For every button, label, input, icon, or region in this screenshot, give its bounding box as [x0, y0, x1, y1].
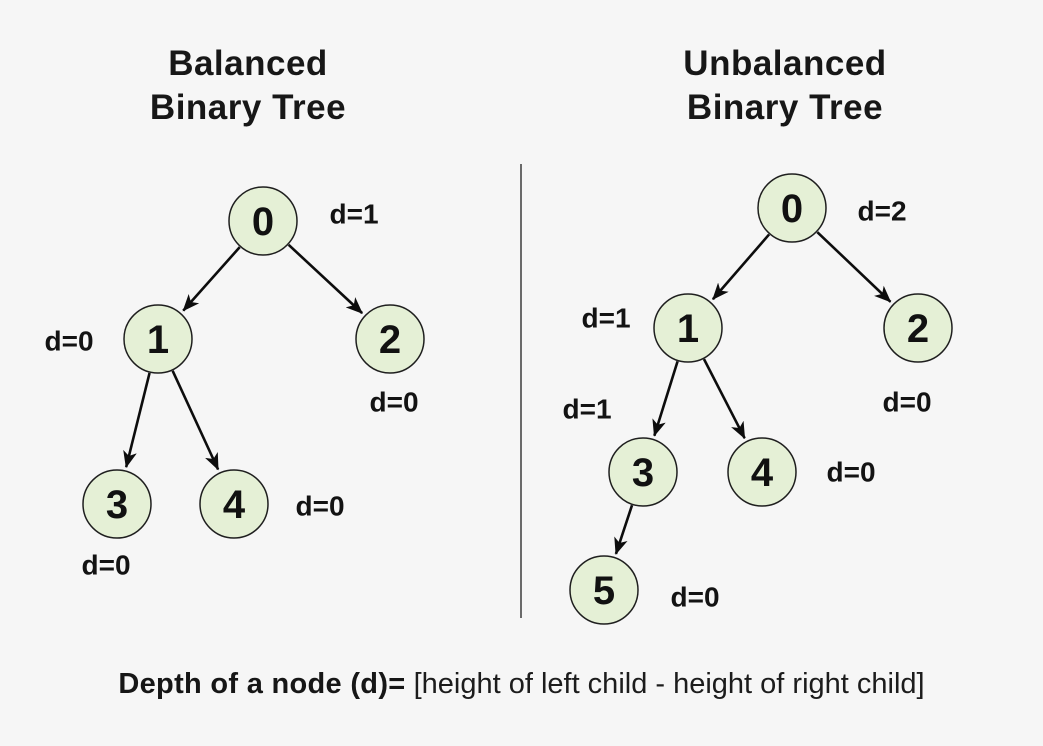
unbalanced-title-line1: Unbalanced [683, 44, 887, 83]
unbalanced-node-2 [883, 293, 953, 363]
balanced-node-label-3: 3 [106, 483, 128, 527]
unbalanced-node-3 [608, 437, 678, 507]
balanced-node-3 [82, 469, 152, 539]
balanced-edge-1-4 [171, 370, 220, 471]
balanced-edge-0-1 [182, 246, 241, 312]
unbalanced-edge-1-4 [702, 358, 746, 440]
unbalanced-node-label-5: 5 [593, 569, 615, 613]
unbalanced-node-0 [757, 173, 827, 243]
balanced-depth-label-4: d=0 [295, 491, 344, 522]
unbalanced-node-label-3: 3 [632, 451, 654, 495]
balanced-depth-label-2: d=0 [369, 387, 418, 418]
formula-rhs: [height of left child - height of right … [405, 668, 925, 700]
balanced-depth-label-0: d=1 [329, 199, 378, 230]
balanced-node-0 [228, 186, 298, 256]
balanced-node-1 [123, 304, 193, 374]
unbalanced-node-label-4: 4 [751, 451, 774, 495]
balanced-node-2 [355, 304, 425, 374]
unbalanced-node-4 [727, 437, 797, 507]
balanced-depth-label-3: d=0 [81, 550, 130, 581]
balanced-depth-label-1: d=0 [44, 326, 93, 357]
unbalanced-depth-label-5: d=0 [670, 582, 719, 613]
unbalanced-depth-label-3: d=1 [562, 394, 611, 425]
unbalanced-node-1 [653, 293, 723, 363]
balanced-edge-0-2 [287, 243, 364, 315]
unbalanced-edge-1-3 [652, 361, 679, 437]
unbalanced-edge-0-2 [816, 231, 892, 303]
unbalanced-depth-label-4: d=0 [826, 457, 875, 488]
balanced-tree-title: Balanced Binary Tree [58, 42, 438, 130]
unbalanced-depth-label-2: d=0 [882, 387, 931, 418]
unbalanced-node-label-1: 1 [677, 307, 699, 351]
unbalanced-node-label-2: 2 [907, 307, 929, 351]
balanced-edge-1-3 [123, 372, 151, 469]
unbalanced-edge-3-5 [614, 504, 634, 555]
unbalanced-node-label-0: 0 [781, 187, 803, 231]
unbalanced-depth-label-0: d=2 [857, 196, 906, 227]
balanced-node-label-0: 0 [252, 200, 274, 244]
balanced-node-label-2: 2 [379, 318, 401, 362]
formula-lhs: Depth of a node (d)= [118, 668, 406, 700]
unbalanced-edge-0-1 [711, 233, 771, 301]
balanced-title-line2: Binary Tree [149, 88, 347, 127]
balanced-node-label-4: 4 [223, 483, 246, 527]
depth-formula: Depth of a node (d)= [height of left chi… [0, 668, 1043, 701]
balanced-node-label-1: 1 [147, 318, 169, 362]
balanced-title-line1: Balanced [168, 44, 328, 83]
unbalanced-title-line2: Binary Tree [686, 88, 884, 127]
unbalanced-depth-label-1: d=1 [581, 303, 630, 334]
unbalanced-tree-title: Unbalanced Binary Tree [595, 42, 975, 130]
unbalanced-node-5 [569, 555, 639, 625]
balanced-node-4 [199, 469, 269, 539]
